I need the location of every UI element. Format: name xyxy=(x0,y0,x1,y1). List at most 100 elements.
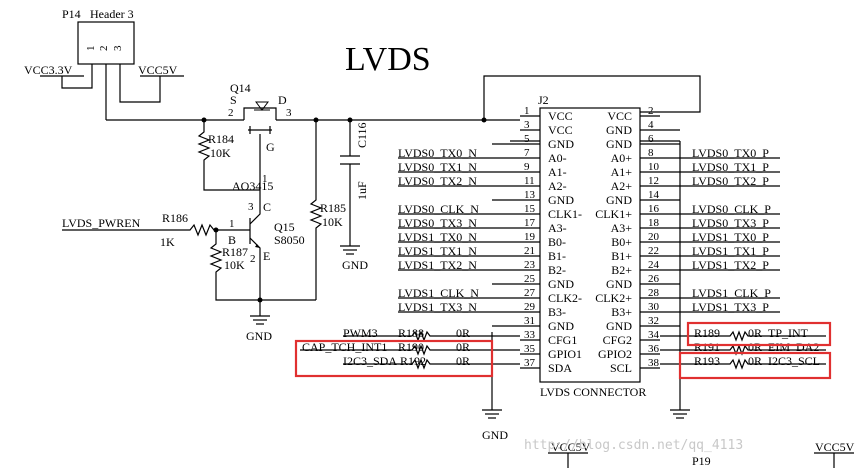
pin-name-right: A1+ xyxy=(611,165,633,179)
r193-net: I2C3_SCL xyxy=(768,354,820,368)
pin-name-right: GND xyxy=(606,137,632,151)
r189-net: TP_INT xyxy=(768,326,809,340)
r184-value: 10K xyxy=(210,146,231,160)
q14-part: AO3415 xyxy=(232,179,273,193)
pin-number-right: 32 xyxy=(648,315,659,327)
q15-pin-2: 2 xyxy=(250,253,256,265)
pin-number-left: 5 xyxy=(524,133,530,145)
q15-ref: Q15 xyxy=(274,220,295,234)
pin-name-left: CFG1 xyxy=(548,333,577,347)
pin-name-right: B2+ xyxy=(611,263,632,277)
net-label-right: LVDS1_CLK_P xyxy=(692,286,771,300)
header-pin-3: 3 xyxy=(112,45,124,51)
net-label-left: LVDS1_TX3_N xyxy=(398,300,477,314)
pin-name-right: SCL xyxy=(610,361,632,375)
pin-name-left: B3- xyxy=(548,305,566,319)
q14-pin-2: 2 xyxy=(228,107,234,119)
r191-value: 0R xyxy=(748,340,762,354)
pin-number-right: 20 xyxy=(648,231,660,243)
pin-number-right: 2 xyxy=(648,105,654,117)
pin-number-left: 19 xyxy=(524,231,536,243)
vcc5-label: VCC5V xyxy=(138,63,178,77)
pin-name-right: GND xyxy=(606,123,632,137)
pin-name-left: VCC xyxy=(548,123,573,137)
pin-number-left: 31 xyxy=(524,315,535,327)
r190-ref: R190 xyxy=(398,340,424,354)
pin-number-left: 21 xyxy=(524,245,535,257)
vcc33-label: VCC3.3V xyxy=(24,63,73,77)
pin-number-right: 28 xyxy=(648,287,660,299)
net-label-left: LVDS0_TX0_N xyxy=(398,146,477,160)
pin-number-right: 30 xyxy=(648,301,660,313)
pin-name-left: B0- xyxy=(548,235,566,249)
pin-name-right: B0+ xyxy=(611,235,632,249)
r189-ref: R189 xyxy=(694,326,720,340)
pin-name-left: GND xyxy=(548,319,574,333)
r185-ref: R185 xyxy=(320,201,346,215)
r184-ref: R184 xyxy=(208,132,234,146)
pin-name-right: B3+ xyxy=(611,305,632,319)
pin-number-right: 10 xyxy=(648,161,660,173)
pin-number-right: 34 xyxy=(648,329,660,341)
q14-pin-3: 3 xyxy=(286,107,292,119)
r188-ref: R188 xyxy=(398,326,424,340)
pin-number-right: 6 xyxy=(648,133,654,145)
r187-ref: R187 xyxy=(222,245,248,259)
pin-name-left: A2- xyxy=(548,179,567,193)
net-label-left: LVDS0_TX1_N xyxy=(398,160,477,174)
net-label-right: LVDS0_TX1_P xyxy=(692,160,769,174)
net-label-left: LVDS0_TX2_N xyxy=(398,174,477,188)
right-resistors: R189 0R TP_INT R191 0R EIM_DA2 R193 0R I… xyxy=(660,326,826,370)
pin-number-left: 13 xyxy=(524,189,536,201)
pin-name-right: CLK1+ xyxy=(595,207,632,221)
r193-value: 0R xyxy=(748,354,762,368)
net-label-left: LVDS1_TX2_N xyxy=(398,258,477,272)
pin-number-left: 33 xyxy=(524,329,536,341)
q15-pin-c: C xyxy=(263,200,271,214)
r186-value: 1K xyxy=(160,235,175,249)
q15-part: S8050 xyxy=(274,233,305,247)
pin-number-left: 35 xyxy=(524,343,536,355)
pin-name-right: GND xyxy=(606,319,632,333)
pin-name-left: GPIO1 xyxy=(548,347,582,361)
r185-value: 10K xyxy=(322,215,343,229)
pin-number-left: 15 xyxy=(524,203,536,215)
gnd-label-q15: GND xyxy=(246,329,272,343)
pin-name-right: GND xyxy=(606,193,632,207)
capacitor-c116: C116 1uF GND xyxy=(340,120,369,272)
pin-name-left: B2- xyxy=(548,263,566,277)
r193-ref: R193 xyxy=(694,354,720,368)
net-pwm3: PWM3 xyxy=(343,326,378,340)
r191-ref: R191 xyxy=(694,340,720,354)
pin-name-right: CLK2+ xyxy=(595,291,632,305)
c116-value: 1uF xyxy=(355,181,369,200)
net-label-right: LVDS0_TX0_P xyxy=(692,146,769,160)
pin-number-right: 14 xyxy=(648,189,660,201)
q14-ref: Q14 xyxy=(230,81,251,95)
q15-pin-b: B xyxy=(228,233,236,247)
pin-name-left: B1- xyxy=(548,249,566,263)
r192-value: 0R xyxy=(456,354,470,368)
pin-name-left: GND xyxy=(548,137,574,151)
r187-value: 10K xyxy=(224,258,245,272)
net-label-left: LVDS0_TX3_N xyxy=(398,216,477,230)
q15-pin-1: 1 xyxy=(229,218,235,230)
resistor-r185: R185 10K xyxy=(309,120,346,300)
pin-name-right: CFG2 xyxy=(603,333,632,347)
pin-name-left: GND xyxy=(548,277,574,291)
pin-number-right: 8 xyxy=(648,147,654,159)
header-name: Header 3 xyxy=(90,7,134,21)
header-pin-1: 1 xyxy=(85,46,97,52)
pin-number-right: 18 xyxy=(648,217,660,229)
pin-name-left: A0- xyxy=(548,151,567,165)
q14-pin-s: S xyxy=(230,93,237,107)
pin-name-left: SDA xyxy=(548,361,572,375)
net-label-right: LVDS1_TX3_P xyxy=(692,300,769,314)
pin-number-left: 37 xyxy=(524,357,536,369)
pin-name-left: GND xyxy=(548,193,574,207)
connector-name: LVDS CONNECTOR xyxy=(540,385,646,399)
connector-ref: J2 xyxy=(538,93,549,107)
pin-number-left: 23 xyxy=(524,259,536,271)
